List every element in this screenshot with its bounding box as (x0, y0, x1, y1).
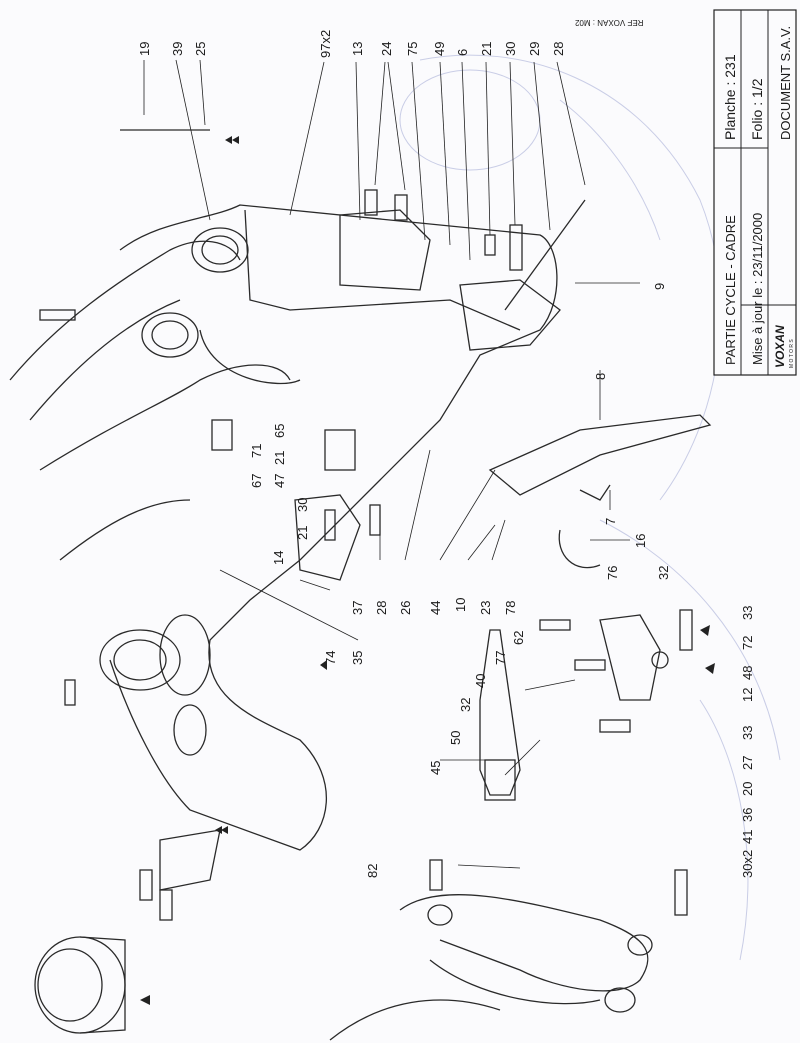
part-label: 23 (478, 601, 493, 615)
part-label: 67 (249, 474, 264, 488)
part-label: 35 (350, 651, 365, 665)
part-label: 48 (740, 666, 755, 680)
brand-subtitle: M O T O R S (789, 339, 795, 368)
background-ghost-drawing (399, 54, 781, 961)
part-label: 33 (740, 726, 755, 740)
part-label: 49 (432, 42, 447, 56)
part-label: 71 (249, 444, 264, 458)
part-label: 20 (740, 782, 755, 796)
drawing-title: PARTIE CYCLE - CADRE (723, 215, 738, 365)
arrows (140, 136, 715, 1005)
part-label: 28 (374, 601, 389, 615)
part-label: 72 (740, 636, 755, 650)
part-label: 36 (740, 808, 755, 822)
part-label: 10 (453, 598, 468, 612)
part-label: 13 (350, 42, 365, 56)
reference-code: REF VOXAN : M02 (574, 18, 643, 27)
brand-logo: VOXAN (773, 325, 787, 368)
leader-lines (143, 59, 640, 869)
part-label: 44 (428, 601, 443, 615)
part-label: 82 (365, 864, 380, 878)
part-label: 28 (551, 42, 566, 56)
part-label: 19 (137, 42, 152, 56)
part-label: 26 (398, 601, 413, 615)
part-label: 16 (633, 534, 648, 548)
part-label: 33 (740, 606, 755, 620)
part-label: 97x2 (318, 30, 333, 58)
part-label: 30x2 (740, 850, 755, 878)
part-label: 12 (740, 688, 755, 702)
part-label: 50 (448, 731, 463, 745)
title-block: Planche : 231 Folio : 1/2 DOCUMENT S.A.V… (713, 9, 797, 376)
part-label: 32 (458, 698, 473, 712)
planche-label: Planche : 231 (722, 54, 738, 140)
part-label: 6 (455, 49, 470, 56)
part-label: 45 (428, 761, 443, 775)
part-label: 41 (740, 830, 755, 844)
document-label: DOCUMENT S.A.V. (778, 26, 793, 140)
part-label: 65 (272, 424, 287, 438)
part-label: 75 (405, 42, 420, 56)
part-label: 25 (193, 42, 208, 56)
part-label: 62 (511, 631, 526, 645)
part-label: 14 (271, 551, 286, 565)
folio-label: Folio : 1/2 (749, 78, 765, 140)
part-label: 32 (656, 566, 671, 580)
part-label: 40 (473, 674, 488, 688)
part-label: 78 (503, 601, 518, 615)
frame-assembly-drawing (9, 129, 712, 1041)
part-label: 8 (593, 373, 608, 380)
part-label: 9 (652, 283, 667, 290)
part-label: 29 (527, 42, 542, 56)
part-label: 21 (272, 451, 287, 465)
part-labels: 19 39 25 97x2 13 24 75 49 6 21 30 29 28 … (137, 30, 755, 878)
part-label: 21 (479, 42, 494, 56)
part-label: 27 (740, 756, 755, 770)
part-label: 77 (493, 651, 508, 665)
part-label: 30 (503, 42, 518, 56)
part-label: 47 (272, 474, 287, 488)
part-label: 7 (603, 518, 618, 525)
part-label: 24 (379, 42, 394, 56)
part-label: 21 (295, 526, 310, 540)
part-label: 37 (350, 601, 365, 615)
part-label: 30 (295, 498, 310, 512)
part-label: 39 (170, 42, 185, 56)
update-date: Mise à jour le : 23/11/2000 (750, 213, 765, 365)
part-label: 76 (605, 566, 620, 580)
